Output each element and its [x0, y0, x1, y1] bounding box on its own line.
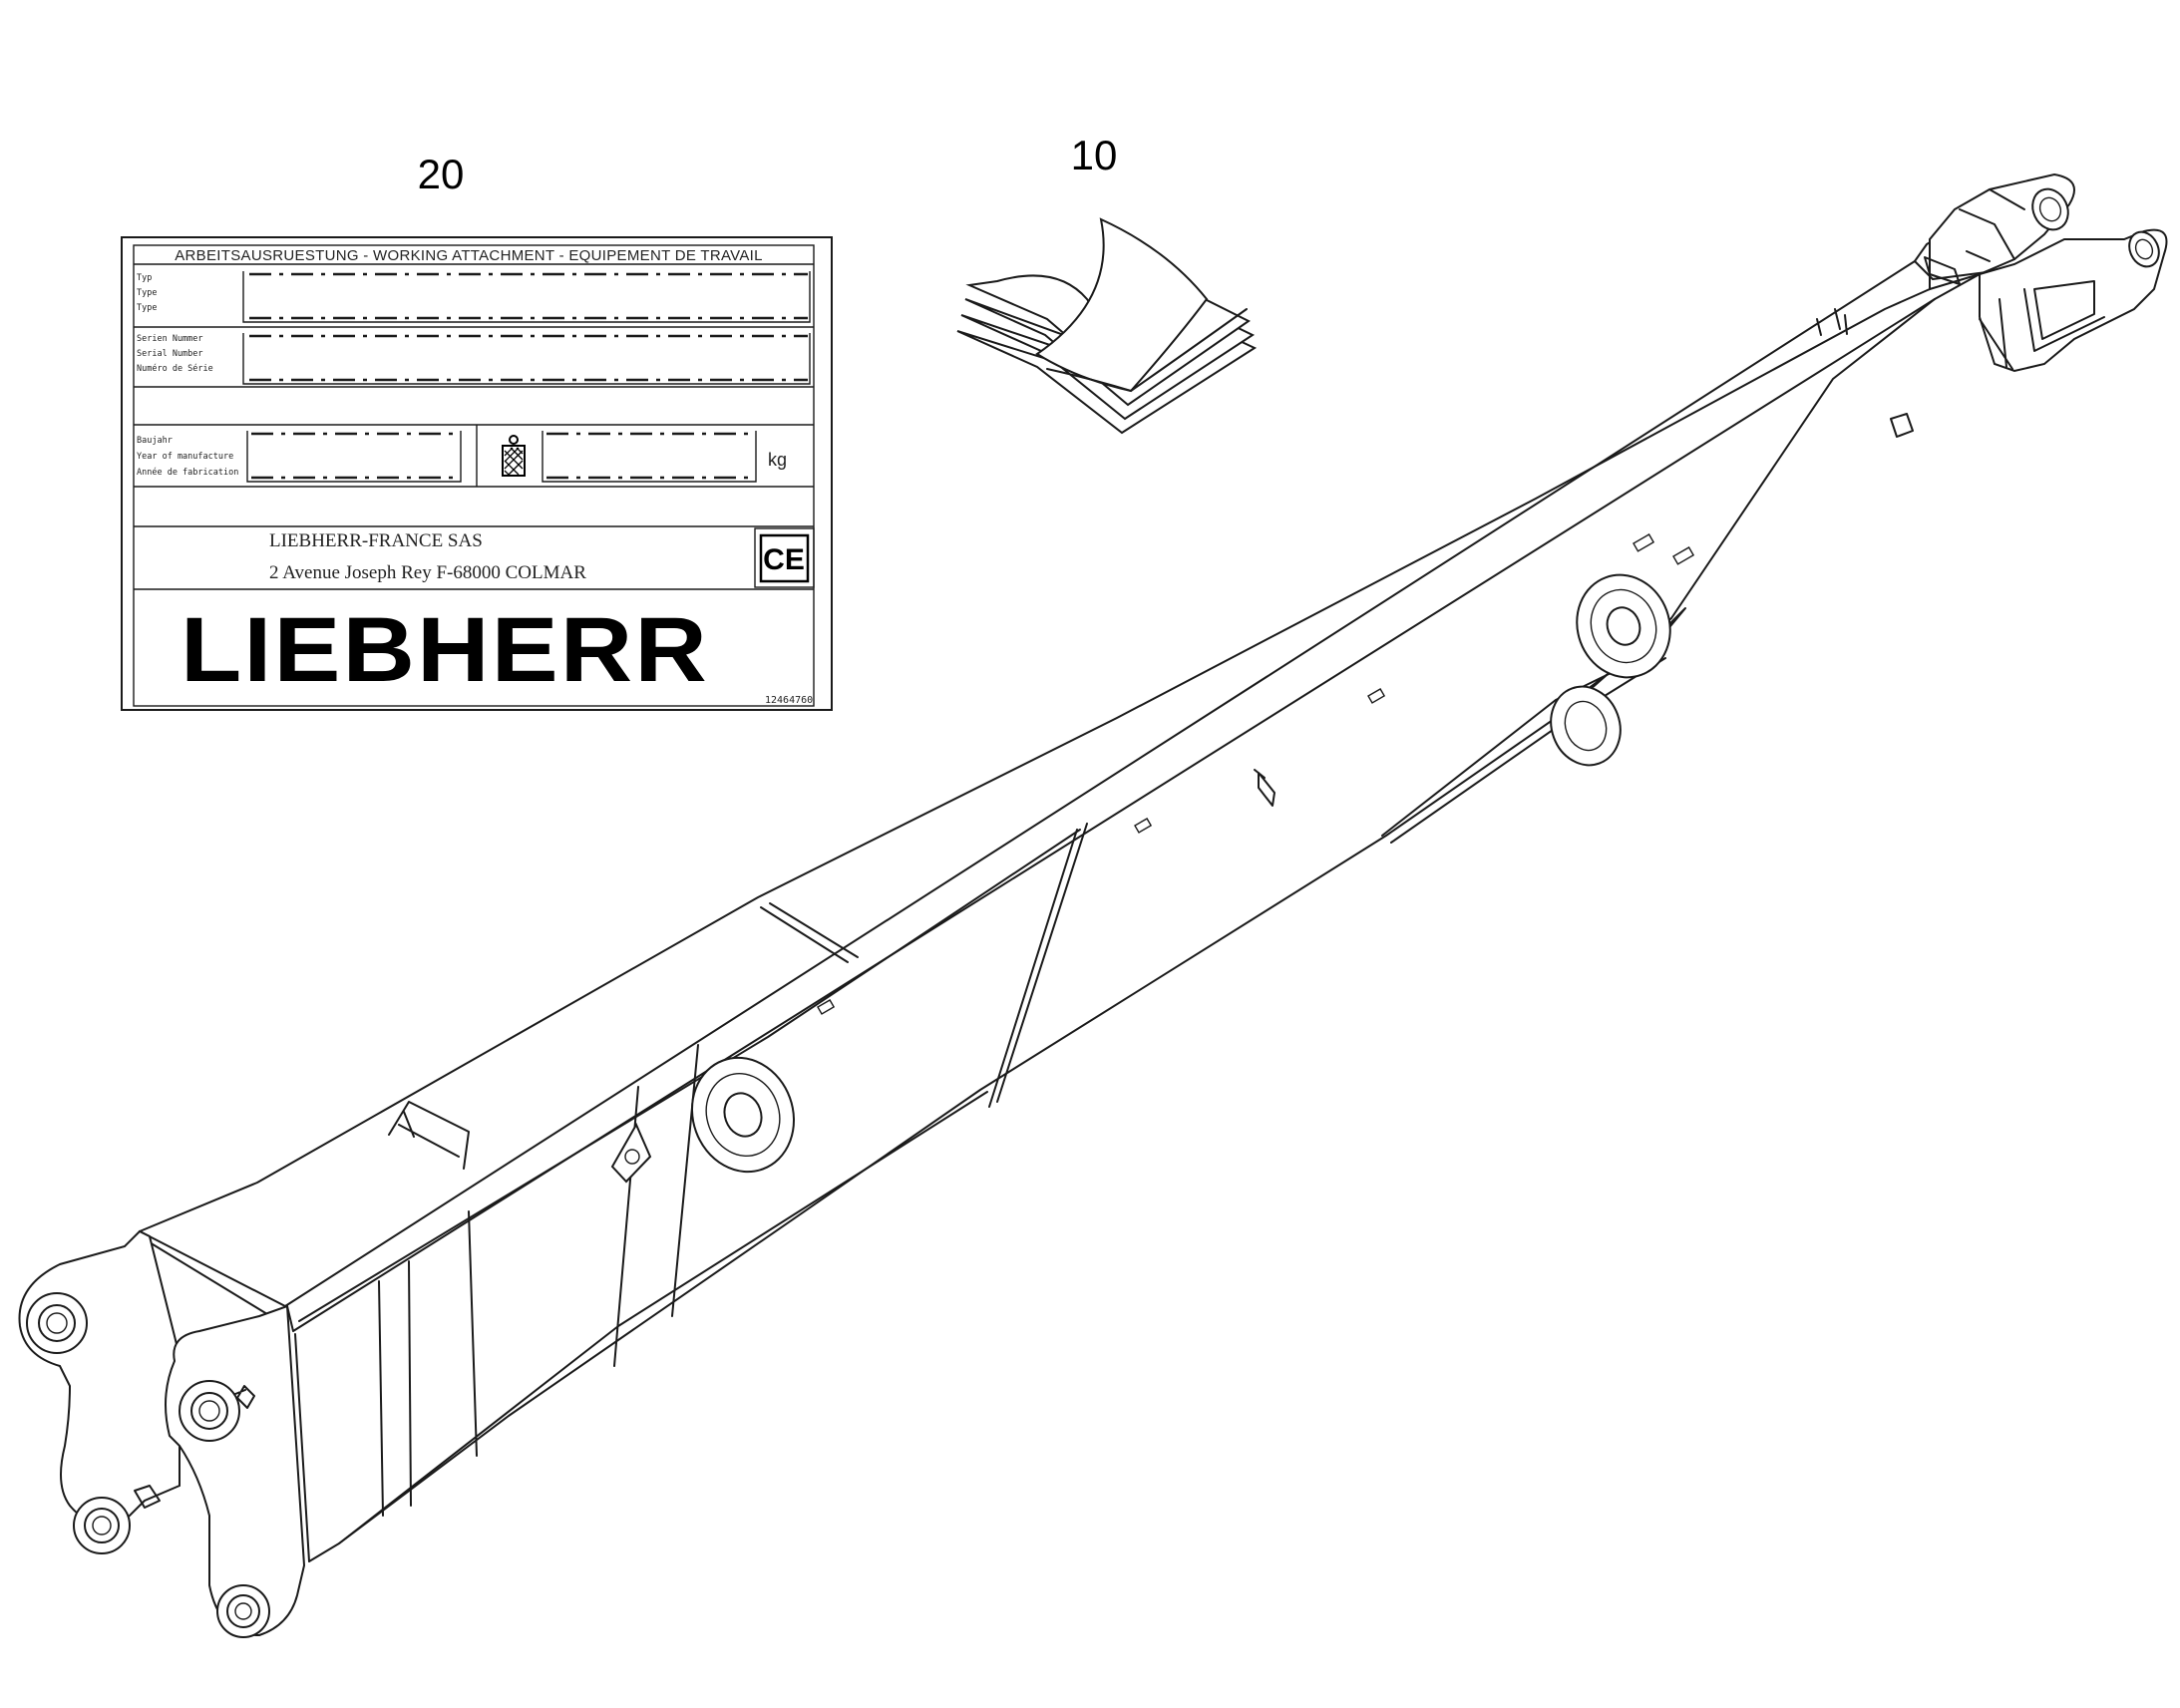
serial-row: Serien Nummer Serial Number Numéro de Sé…: [137, 333, 811, 385]
brand-logo: LIEBHERR: [181, 599, 709, 701]
serial-label-en: Serial Number: [137, 349, 203, 359]
serial-label-fr: Numéro de Série: [137, 363, 213, 374]
year-label-de: Baujahr: [137, 436, 173, 446]
plate-header: ARBEITSAUSRUESTUNG - WORKING ATTACHMENT …: [175, 247, 763, 264]
pin-boss: [26, 1292, 88, 1354]
type-label-fr: Type: [137, 303, 157, 313]
pin-boss: [216, 1584, 270, 1638]
type-label-de: Typ: [137, 273, 152, 283]
type-row: Typ Type Type: [137, 271, 811, 323]
pin-boss: [2128, 230, 2160, 268]
type-label-en: Type: [137, 288, 157, 298]
manufacturer-address: 2 Avenue Joseph Rey F-68000 COLMAR: [269, 562, 586, 583]
pin-boss: [73, 1497, 131, 1554]
weight-unit: kg: [768, 450, 787, 470]
year-weight-row: Baujahr Year of manufacture Année de fab…: [137, 425, 787, 487]
nameplate: ARBEITSAUSRUESTUNG - WORKING ATTACHMENT …: [121, 236, 833, 711]
callout-manual: 10: [1071, 132, 1118, 178]
pin-boss: [2031, 187, 2069, 231]
pin-boss: [179, 1380, 240, 1442]
year-label-en: Year of manufacture: [137, 452, 233, 462]
serial-label-de: Serien Nummer: [137, 334, 203, 344]
open-book-icon: [956, 217, 1258, 435]
ce-mark-icon: CE: [759, 533, 810, 583]
weight-icon: [502, 435, 526, 477]
manufacturer-name: LIEBHERR-FRANCE SAS: [269, 530, 483, 551]
boom-arm: [18, 172, 2168, 1638]
manufacturer-row: LIEBHERR-FRANCE SAS 2 Avenue Joseph Rey …: [269, 527, 815, 588]
year-label-fr: Année de fabrication: [137, 467, 238, 478]
plate-part-number: 12464760: [765, 695, 813, 706]
cylinder-flange: [690, 1056, 796, 1174]
cylinder-flange: [1550, 685, 1622, 767]
callout-plate: 20: [418, 151, 465, 197]
ce-mark-text: CE: [763, 543, 805, 576]
cylinder-flange: [1576, 573, 1671, 679]
